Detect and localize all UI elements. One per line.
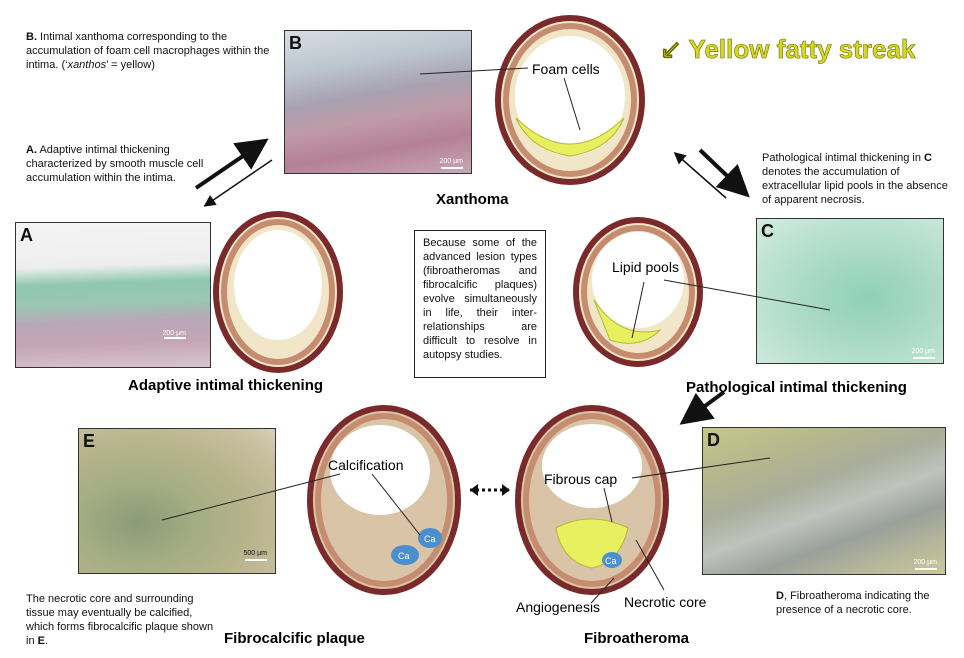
photo-c: C 200 µm: [756, 218, 944, 364]
photo-e: E 500 µm: [78, 428, 276, 574]
label-xanthoma: Xanthoma: [436, 191, 509, 208]
leader-cap-vessel: [603, 487, 613, 523]
desc-b-italic: xanthos: [67, 59, 107, 71]
desc-c-letter: C: [924, 152, 932, 164]
callout-calcification: Calcification: [328, 457, 403, 473]
photo-a: A 200 µm: [15, 222, 211, 368]
leader-lipid-c: [663, 279, 831, 311]
leader-calc-e: [161, 473, 341, 521]
desc-e-text2: .: [44, 635, 49, 647]
leader-lipid-vessel: [631, 281, 645, 339]
arrow-c-to-b: [673, 152, 727, 199]
callout-ca-1: Ca: [398, 551, 410, 561]
arrow-b-to-a: [203, 159, 273, 207]
leader-foam-b: [419, 67, 529, 75]
label-fibrocalcific: Fibrocalcific plaque: [224, 630, 365, 647]
desc-a-text: Adaptive intimal thickening characterize…: [26, 144, 204, 184]
description-b: B. Intimal xanthoma corresponding to the…: [26, 30, 276, 72]
photo-d: D 200 µm: [702, 427, 946, 575]
desc-e-text1: The necrotic core and surrounding tissue…: [26, 593, 214, 647]
label-fibroatheroma: Fibroatheroma: [584, 630, 690, 647]
desc-e-letter: E: [37, 635, 45, 647]
photo-e-scalebar: [245, 559, 267, 561]
callout-ca-2: Ca: [424, 534, 436, 544]
vessel-xanthoma: [495, 15, 645, 185]
photo-c-scale: 200 µm: [911, 348, 936, 355]
note-box: Because some of the advanced lesion type…: [414, 230, 546, 378]
desc-c-text1: Pathological intimal thickening in: [762, 152, 925, 164]
callout-foam-cells: Foam cells: [532, 61, 600, 77]
photo-d-scalebar: [915, 568, 937, 570]
callout-ca-3: Ca: [605, 556, 617, 566]
leader-necrotic: [635, 539, 665, 591]
label-adaptive: Adaptive intimal thickening: [128, 377, 323, 394]
desc-b-text2: ’ = yellow): [106, 59, 155, 71]
desc-d-letter: D: [776, 590, 784, 602]
photo-b-letter: B: [289, 33, 302, 53]
photo-e-letter: E: [83, 431, 96, 451]
description-d: D, Fibroatheroma indicating the presence…: [776, 589, 956, 617]
photo-a-letter: A: [20, 225, 33, 245]
photo-a-scalebar: [164, 337, 186, 339]
photo-b-scalebar: [441, 167, 463, 169]
desc-d-text: , Fibroatheroma indicating the presence …: [776, 590, 930, 616]
leader-calc-vessel: [371, 473, 421, 536]
label-pathological: Pathological intimal thickening: [686, 379, 907, 396]
photo-d-scale: 200 µm: [913, 559, 938, 566]
photo-a-scale: 200 µm: [162, 330, 187, 337]
arrow-a-to-b: [194, 138, 269, 190]
photo-e-scale: 500 µm: [243, 550, 268, 557]
description-c: Pathological intimal thickening in C den…: [762, 151, 952, 207]
leader-angio: [591, 577, 615, 603]
photo-d-letter: D: [707, 430, 720, 450]
desc-c-text2: denotes the accumulation of extracellula…: [762, 166, 948, 206]
arrow-c-to-d: [679, 390, 726, 425]
vessel-adaptive: [213, 211, 343, 373]
yellow-fatty-streak-title: ↙ Yellow fatty streak: [660, 34, 916, 65]
photo-c-letter: C: [761, 221, 774, 241]
description-a: A. Adaptive intimal thickening character…: [26, 143, 206, 185]
vessel-fibroatheroma: [515, 405, 669, 595]
vessel-fibrocalcific: [307, 405, 461, 595]
callout-fibrous-cap: Fibrous cap: [544, 471, 617, 487]
leader-cap-d: [631, 457, 771, 479]
desc-b-text1: Intimal xanthoma corresponding to the ac…: [26, 31, 270, 71]
desc-a-letter: A.: [26, 144, 37, 156]
callout-necrotic-core: Necrotic core: [624, 594, 707, 610]
description-e: The necrotic core and surrounding tissue…: [26, 592, 216, 648]
desc-b-letter: B.: [26, 31, 37, 43]
arrow-b-to-c: [698, 148, 750, 198]
leader-foam-vessel: [563, 77, 581, 131]
callout-angiogenesis: Angiogenesis: [516, 599, 600, 615]
callout-lipid-pools: Lipid pools: [612, 259, 679, 275]
photo-b-scale: 200 µm: [439, 158, 464, 165]
vessel-pathological: [573, 217, 703, 367]
photo-b: B 200 µm: [284, 30, 472, 174]
photo-c-scalebar: [913, 357, 935, 359]
